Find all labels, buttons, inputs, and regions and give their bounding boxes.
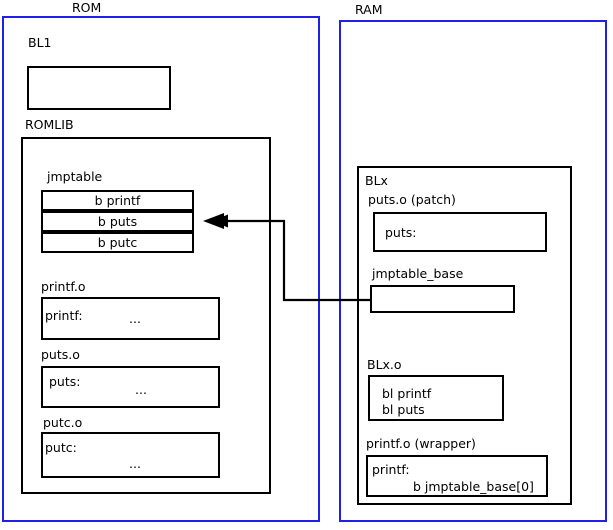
puts-o-symbol: puts: — [49, 374, 81, 389]
puts-o-box: puts: ... — [41, 366, 220, 408]
jmptable-entry-0-text: b printf — [94, 193, 141, 208]
jmptable-entry-2-text: b putc — [97, 235, 138, 250]
putc-o-ellipsis: ... — [129, 456, 141, 471]
bl1-label: BL1 — [28, 35, 52, 50]
rom-region-label: ROM — [72, 0, 102, 15]
blx-label: BLx — [365, 173, 388, 188]
romlib-label: ROMLIB — [25, 117, 74, 132]
puts-patch-symbol: puts: — [385, 225, 417, 240]
printf-o-symbol: printf: — [45, 308, 83, 323]
putc-o-symbol: putc: — [45, 440, 77, 455]
jmptable-entry-0: b printf — [41, 190, 194, 211]
puts-patch-box: puts: — [373, 212, 547, 252]
jmptable-base-label: jmptable_base — [372, 266, 464, 281]
jmptable-entry-1-text: b puts — [97, 214, 138, 229]
blx-o-box: bl printf bl puts — [368, 375, 504, 421]
blx-o-label: BLx.o — [367, 357, 402, 372]
putc-o-box: putc: ... — [41, 432, 220, 478]
bl1-box — [27, 66, 171, 110]
jmptable-entry-1: b puts — [41, 211, 194, 232]
printf-o-box: printf: ... — [41, 297, 220, 340]
printf-wrapper-branch: b jmptable_base[0] — [413, 479, 534, 494]
jmptable-label: jmptable — [47, 169, 103, 184]
ram-region-label: RAM — [355, 2, 383, 17]
printf-wrapper-label: printf.o (wrapper) — [366, 436, 476, 451]
puts-o-label: puts.o — [41, 347, 80, 362]
printf-o-label: printf.o — [41, 279, 86, 294]
printf-wrapper-box: printf: b jmptable_base[0] — [366, 455, 548, 497]
printf-wrapper-symbol: printf: — [372, 462, 410, 477]
blx-o-line2: bl puts — [382, 402, 425, 417]
puts-o-ellipsis: ... — [135, 382, 147, 397]
putc-o-label: putc.o — [43, 415, 83, 430]
jmptable-base-box — [370, 285, 515, 313]
blx-o-line1: bl printf — [382, 386, 432, 401]
jmptable-entry-2: b putc — [41, 232, 194, 253]
puts-patch-label: puts.o (patch) — [368, 192, 456, 207]
printf-o-ellipsis: ... — [129, 311, 141, 326]
